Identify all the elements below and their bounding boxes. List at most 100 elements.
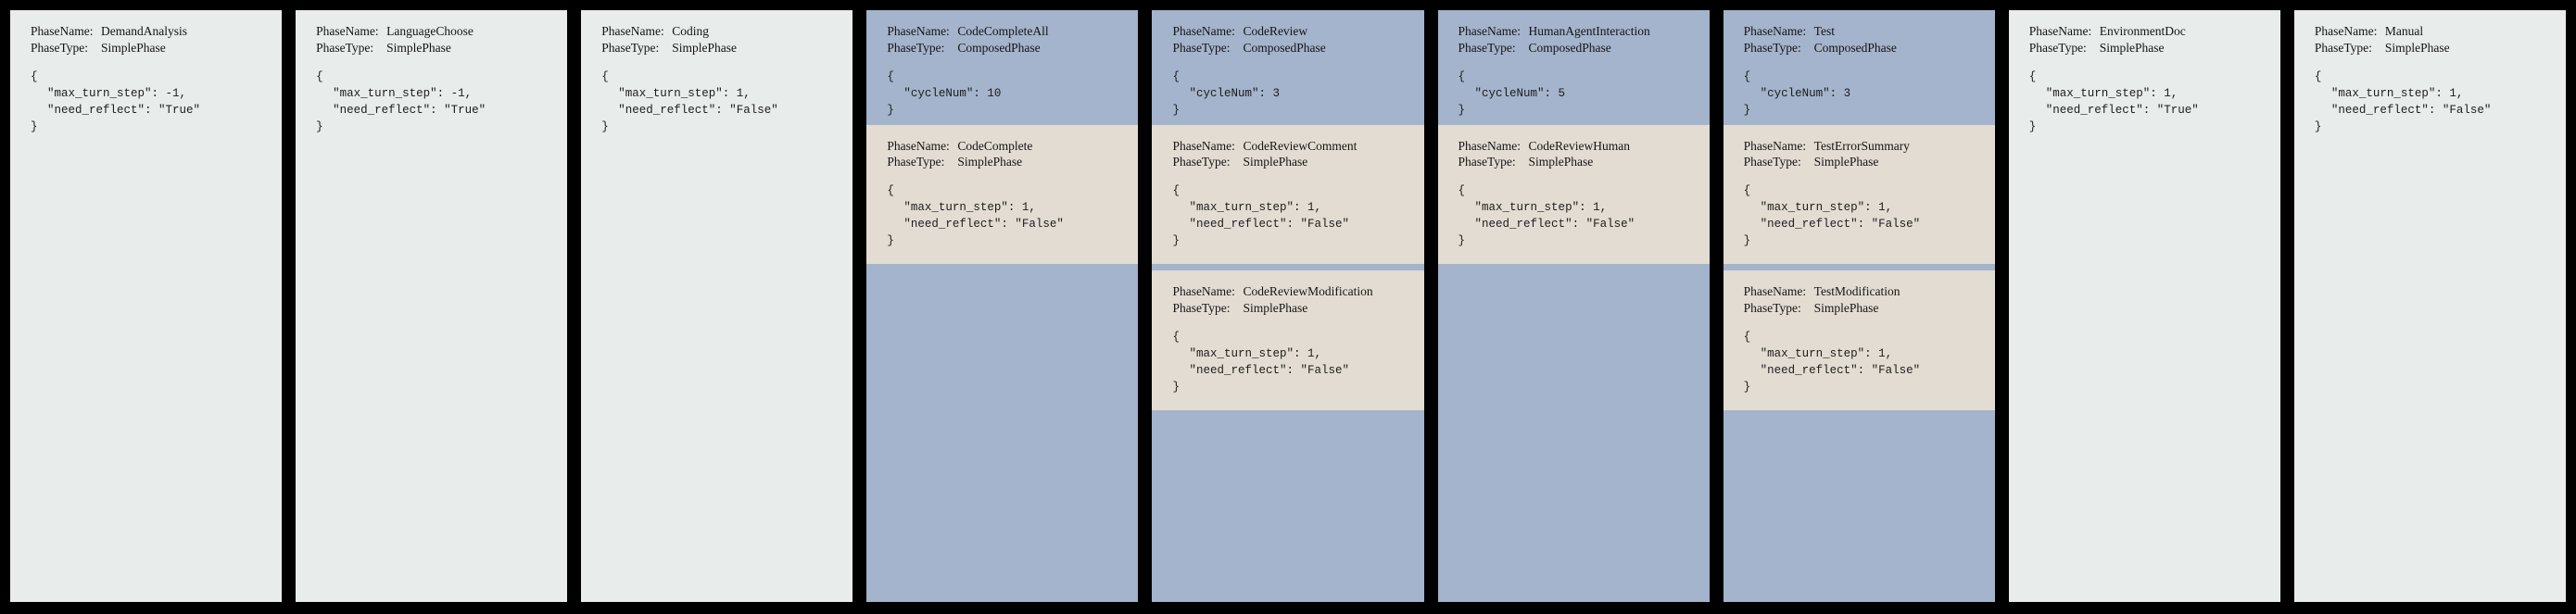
- phase-name-row: PhaseName: CodeReviewHuman: [1458, 138, 1710, 155]
- json-config-line: "need_reflect": "False": [1760, 218, 1921, 232]
- phase-name-value: DemandAnalysis: [101, 24, 187, 38]
- json-brace-open: {: [887, 184, 894, 198]
- json-config-line: "cycleNum": 3: [1760, 86, 1851, 100]
- phase-config-json: {"max_turn_step": 1,"need_reflect": "Tru…: [2029, 69, 2280, 135]
- phase-name-row: PhaseName:EnvironmentDoc: [2029, 23, 2280, 40]
- phase-type-value: SimplePhase: [957, 155, 1023, 169]
- phase-name-label: PhaseName:: [887, 138, 950, 153]
- json-brace-close: }: [1172, 103, 1180, 117]
- phase-name-value: TestModification: [1813, 284, 1900, 299]
- phase-type-row: PhaseType:ComposedPhase: [1172, 40, 1423, 56]
- phase-config-json: {"max_turn_step": 1,"need_reflect": "Fal…: [1458, 182, 1710, 249]
- phase-type-row: PhaseType: SimplePhase: [1172, 300, 1423, 317]
- phase-type-row: PhaseType:SimplePhase: [316, 40, 567, 56]
- json-config-line: "max_turn_step": 1,: [2045, 86, 2178, 100]
- json-brace-close: }: [601, 119, 609, 133]
- phase-type-value: SimplePhase: [1243, 301, 1308, 316]
- phase-type-value: SimplePhase: [2384, 40, 2450, 55]
- phase-name-label: PhaseName:: [316, 24, 379, 38]
- json-brace-close: }: [887, 234, 894, 248]
- json-config-line: "need_reflect": "False": [618, 103, 778, 117]
- phase-type-label: PhaseType:: [31, 40, 89, 55]
- phase-type-label: PhaseType:: [601, 40, 660, 55]
- json-config-line: "max_turn_step": 1,: [1189, 201, 1321, 215]
- json-config-line: "need_reflect": "True": [333, 103, 486, 117]
- phase-config-json: {"max_turn_step": 1,"need_reflect": "Fal…: [1172, 329, 1423, 395]
- phase-type-label: PhaseType:: [1172, 155, 1231, 169]
- json-config-line: "need_reflect": "False": [2330, 103, 2492, 117]
- phase-type-value: SimplePhase: [2099, 40, 2165, 55]
- phase-type-value: ComposedPhase: [1243, 40, 1326, 55]
- phase-name-label: PhaseName:: [1172, 24, 1235, 38]
- phase-name-value: TestErrorSummary: [1813, 138, 1910, 153]
- phase-type-label: PhaseType:: [1743, 40, 1801, 55]
- json-brace-close: }: [316, 119, 323, 133]
- json-config-line: "need_reflect": "False": [1189, 363, 1349, 377]
- json-config-line: "need_reflect": "False": [1189, 218, 1349, 232]
- phase-type-value: SimplePhase: [1243, 155, 1308, 169]
- phase-name-value: CodeComplete: [957, 138, 1033, 153]
- json-brace-open: {: [1172, 184, 1180, 198]
- phase-name-row: PhaseName:TestModification: [1744, 283, 1995, 300]
- json-config-line: "max_turn_step": 1,: [1760, 201, 1893, 215]
- phase-name-row: PhaseName: Coding: [601, 23, 852, 40]
- phase-name-label: PhaseName:: [1743, 138, 1807, 153]
- phase-name-row: PhaseName:CodeReviewComment: [1172, 138, 1423, 155]
- json-brace-open: {: [887, 69, 894, 83]
- phase-name-value: EnvironmentDoc: [2099, 24, 2186, 38]
- json-brace-close: }: [1172, 234, 1180, 248]
- phase-name-row: PhaseName: CodeComplete: [887, 138, 1138, 155]
- phase-name-value: CodeReviewHuman: [1528, 138, 1631, 153]
- phase-name-label: PhaseName:: [1172, 138, 1235, 153]
- phase-config-json: {"max_turn_step": 1,"need_reflect": "Fal…: [1744, 329, 1995, 395]
- json-brace-open: {: [1743, 184, 1751, 198]
- json-config-line: "max_turn_step": -1,: [333, 86, 473, 100]
- phase-name-value: Coding: [672, 24, 709, 38]
- phase-name-row: PhaseName:HumanAgentInteraction: [1458, 23, 1710, 40]
- json-brace-close: }: [1172, 380, 1180, 394]
- phase-name-label: PhaseName:: [601, 24, 664, 38]
- phase-name-row: PhaseName:CodeReview: [1172, 23, 1423, 40]
- phase-name-row: PhaseName: CodeReviewModification: [1172, 283, 1423, 300]
- phase-type-row: PhaseType:SimplePhase: [2315, 40, 2566, 56]
- composed-phase-filler: [866, 264, 1139, 602]
- phase-type-label: PhaseType:: [1172, 301, 1231, 316]
- json-config-line: "max_turn_step": 1,: [1474, 201, 1608, 215]
- json-brace-close: }: [1458, 234, 1466, 248]
- phase-type-row: PhaseType:SimplePhase: [1458, 154, 1710, 170]
- phase-name-value: CodeReviewModification: [1243, 284, 1373, 299]
- phase-config-json: {"cycleNum": 3}: [1172, 69, 1423, 119]
- phase-name-row: PhaseName: DemandAnalysis: [31, 23, 282, 40]
- json-brace-close: }: [31, 119, 38, 133]
- phase-name-label: PhaseName:: [1458, 138, 1522, 153]
- phase-name-label: PhaseName:: [1172, 284, 1235, 299]
- json-config-line: "need_reflect": "True": [2045, 103, 2199, 117]
- json-brace-close: }: [1743, 380, 1751, 394]
- json-config-line: "cycleNum": 3: [1189, 86, 1280, 100]
- phase-type-row: PhaseType:ComposedPhase: [887, 40, 1138, 56]
- phase-name-label: PhaseName:: [31, 24, 94, 38]
- phase-type-label: PhaseType:: [316, 40, 374, 55]
